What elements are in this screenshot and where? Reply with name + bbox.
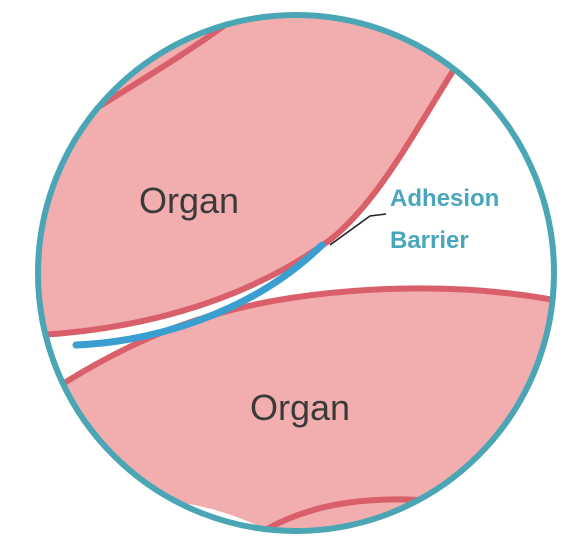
top-organ-label: Organ: [139, 180, 239, 222]
adhesion-barrier-label-line1: Adhesion: [390, 183, 499, 215]
adhesion-barrier-label-line2: Barrier: [390, 225, 469, 257]
bottom-organ-label: Organ: [250, 387, 350, 429]
